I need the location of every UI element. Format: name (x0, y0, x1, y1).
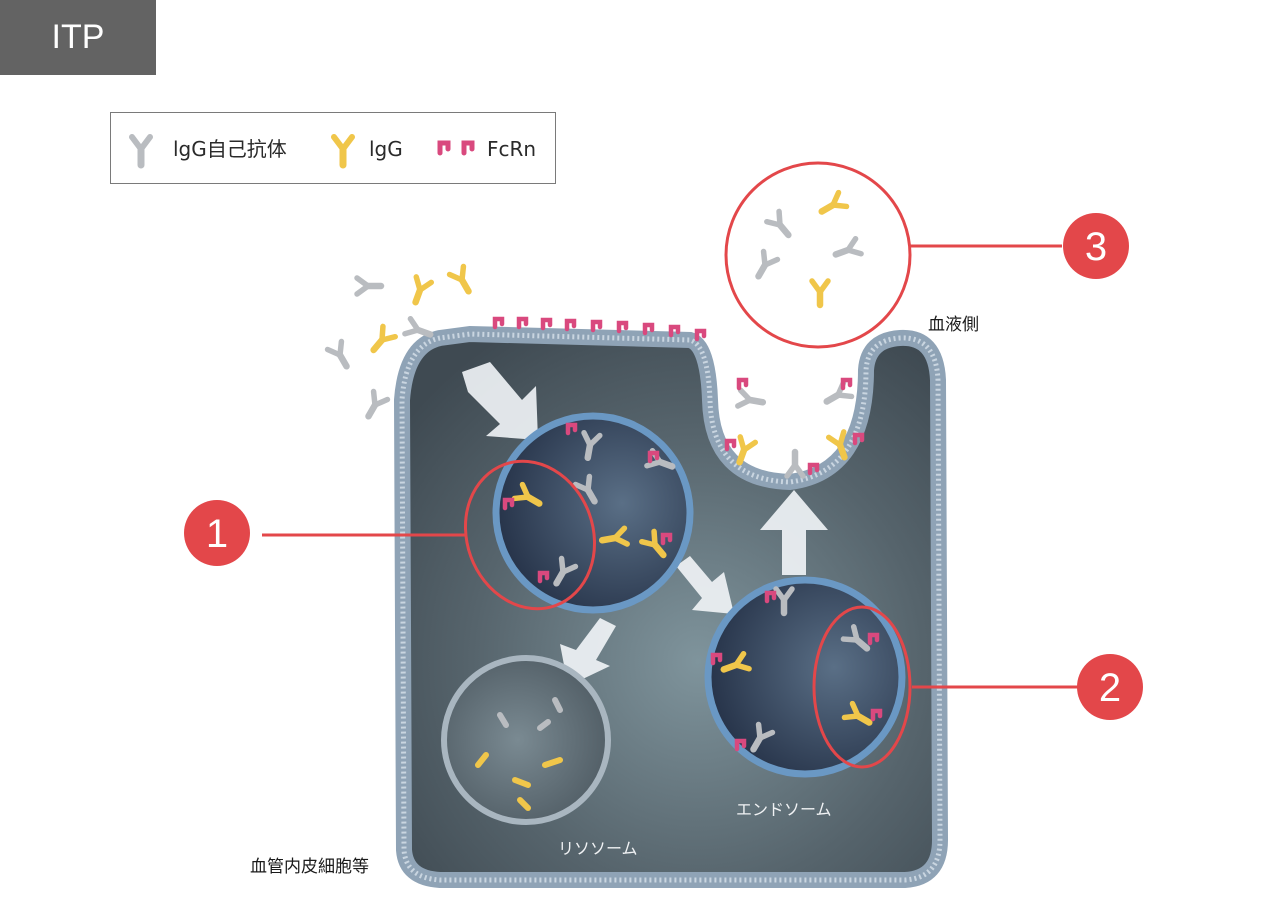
itp-tag: ITP (0, 0, 156, 75)
legend-icons (129, 134, 475, 169)
legend-fcrn-label: FcRn (487, 137, 537, 161)
arrow-up (760, 490, 828, 575)
autoantibody-icon (129, 134, 153, 169)
legend-autoantibody-label: lgG自己抗体 (173, 137, 287, 161)
igg-icon (331, 134, 355, 169)
arrow-in (462, 362, 538, 440)
arrow-to-lysosome (560, 618, 616, 686)
lysosome (441, 655, 611, 825)
legend-igg-label: lgG (369, 137, 403, 161)
marker-3: 3 (1085, 225, 1107, 269)
highlight-circle-1 (463, 459, 597, 611)
marker-3-bg (1063, 213, 1129, 279)
marker-2: 2 (1099, 666, 1121, 710)
marker-2-bg (1077, 654, 1143, 720)
legend: lgG自己抗体 lgG FcRn (110, 112, 556, 184)
arrow-to-endosome (676, 556, 734, 614)
label-lysosome: リソソーム (558, 839, 638, 858)
marker-1-bg (184, 500, 250, 566)
label-cell: 血管内皮細胞等 (250, 857, 369, 877)
marker-1: 1 (206, 512, 228, 556)
fcrn-icon (437, 140, 475, 156)
label-blood-side: 血液側 (928, 315, 979, 335)
highlight-circle-2 (812, 605, 912, 769)
label-endosome: エンドソーム (736, 800, 832, 819)
highlight-circle-3 (724, 161, 912, 349)
